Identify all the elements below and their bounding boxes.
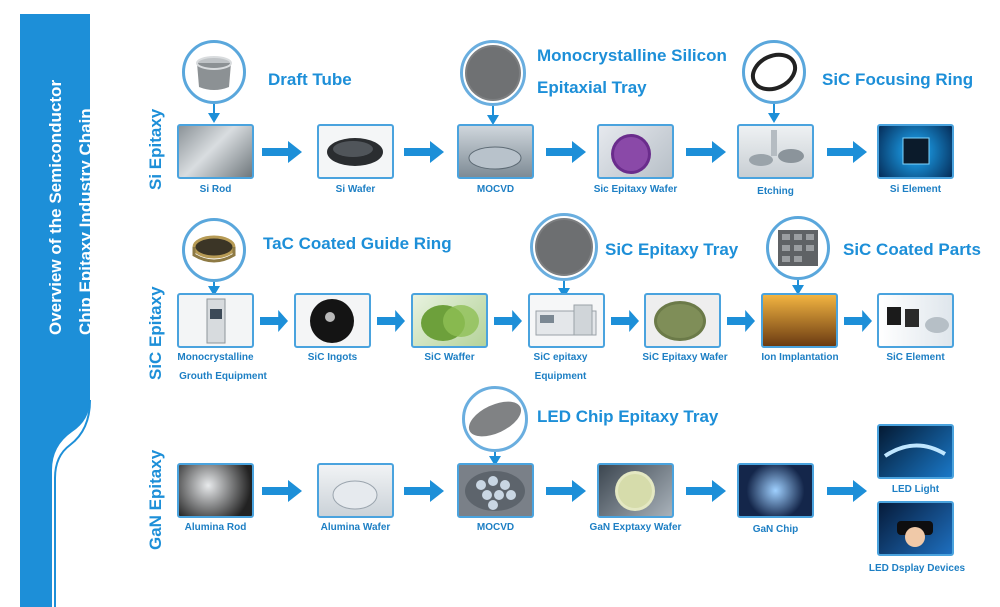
etching-image (737, 124, 814, 179)
arrow-right-icon (827, 480, 867, 502)
sic-waffer-image (411, 293, 488, 348)
caption-etching: Etching (757, 186, 794, 197)
sic-epitaxy-equipment-image (528, 293, 605, 348)
pointer-arrow (792, 285, 804, 295)
ion-implantation-image (761, 293, 838, 348)
caption-led-light: LED Light (891, 484, 940, 495)
pointer-arrow (208, 113, 220, 123)
callout-sic-coated-parts: SiC Coated Parts (843, 240, 981, 259)
callout-epitaxial-tray: Epitaxial Tray (537, 78, 647, 97)
caption-sic-element: SiC Element (886, 352, 945, 363)
caption-gan-exptaxy-wafer: GaN Exptaxy Wafer (589, 522, 682, 533)
caption-sic-epitaxy: SiC epitaxy (533, 352, 588, 363)
led-tray-image (462, 386, 528, 452)
pointer-line (494, 452, 496, 458)
caption-led-dsplay-devices: LED Dsplay Devices (868, 563, 966, 574)
pointer-line (797, 280, 799, 286)
row-label-gan: GaN Epitaxy (146, 449, 165, 550)
arrow-right-icon (546, 141, 586, 163)
caption-sic-epitaxy-wafer-row2: SiC Epitaxy Wafer (642, 352, 728, 363)
si-element-image (877, 124, 954, 179)
caption-equipment: Equipment (534, 371, 587, 382)
callout-draft-tube: Draft Tube (268, 70, 352, 89)
arrow-right-icon (262, 141, 302, 163)
focusing-ring-image (742, 40, 806, 104)
led-display-devices-image (877, 501, 954, 556)
callout-monocrystalline-silicon: Monocrystalline Silicon (537, 46, 727, 65)
pointer-line (563, 281, 565, 289)
arrow-right-icon (546, 480, 586, 502)
pointer-arrow (768, 113, 780, 123)
caption-sic-epitaxy-wafer: Sic Epitaxy Wafer (593, 184, 678, 195)
arrow-right-icon (844, 310, 872, 332)
caption-sic-waffer: SiC Waffer (424, 352, 475, 363)
arrow-right-icon (260, 310, 288, 332)
caption-ion-implantation: Ion Implantation (761, 352, 839, 363)
arrow-right-icon (611, 310, 639, 332)
arrow-right-icon (686, 480, 726, 502)
gan-chip-image (737, 463, 814, 518)
caption-mocvd-gan: MOCVD (476, 522, 515, 533)
sic-element-image (877, 293, 954, 348)
callout-sic-epitaxy-tray: SiC Epitaxy Tray (605, 240, 739, 259)
arrow-right-icon (377, 310, 405, 332)
mocvd-image (457, 124, 534, 179)
pointer-line (492, 106, 494, 116)
pointer-arrow (208, 286, 220, 296)
caption-alumina-rod: Alumina Rod (184, 522, 247, 533)
coated-parts-image (766, 216, 830, 280)
caption-grouth-equipment: Grouth Equipment (179, 371, 267, 382)
pointer-line (773, 104, 775, 114)
caption-monocrystalline: Monocrystalline (177, 352, 254, 363)
pointer-line (213, 282, 215, 288)
led-light-image (877, 424, 954, 479)
sidebar-title-line2: Chip Epitaxy Industry Chain (76, 108, 95, 335)
callout-led-chip-epitaxy-tray: LED Chip Epitaxy Tray (537, 407, 719, 426)
arrow-right-icon (262, 480, 302, 502)
sidebar-ribbon (20, 14, 91, 607)
pointer-arrow (487, 115, 499, 125)
arrow-right-icon (686, 141, 726, 163)
guide-ring-image (182, 218, 246, 282)
callout-tac-coated-guide-ring: TaC Coated Guide Ring (263, 234, 452, 253)
caption-si-element: Si Element (889, 184, 942, 195)
alumina-wafer-image (317, 463, 394, 518)
sic-epitaxy-wafer-image (597, 124, 674, 179)
arrow-right-icon (404, 480, 444, 502)
row-label-sic: SiC Epitaxy (146, 286, 165, 380)
caption-si-wafer: Si Wafer (335, 184, 376, 195)
row-label-si: Si Epitaxy (146, 108, 165, 190)
si-rod-image (177, 124, 254, 179)
sic-ingots-image (294, 293, 371, 348)
pointer-arrow (489, 456, 501, 466)
arrow-right-icon (727, 310, 755, 332)
si-wafer-image (317, 124, 394, 179)
sic-tray-image (530, 213, 598, 281)
mocvd-gan-image (457, 463, 534, 518)
caption-gan-chip: GaN Chip (752, 524, 799, 535)
silicon-tray-image (460, 40, 526, 106)
pointer-line (213, 104, 215, 114)
draft-tube-image (182, 40, 246, 104)
caption-mocvd: MOCVD (476, 184, 515, 195)
arrow-right-icon (494, 310, 522, 332)
caption-alumina-wafer: Alumina Wafer (320, 522, 391, 533)
alumina-rod-image (177, 463, 254, 518)
callout-sic-focusing-ring: SiC Focusing Ring (822, 70, 974, 89)
arrow-right-icon (827, 141, 867, 163)
caption-sic-ingots: SiC Ingots (307, 352, 358, 363)
growth-equipment-image (177, 293, 254, 348)
caption-si-rod: Si Rod (199, 184, 232, 195)
sic-epitaxy-wafer-row2-image (644, 293, 721, 348)
sidebar-title-line1: Overview of the Semiconductor (46, 79, 65, 335)
arrow-right-icon (404, 141, 444, 163)
gan-exptaxy-wafer-image (597, 463, 674, 518)
